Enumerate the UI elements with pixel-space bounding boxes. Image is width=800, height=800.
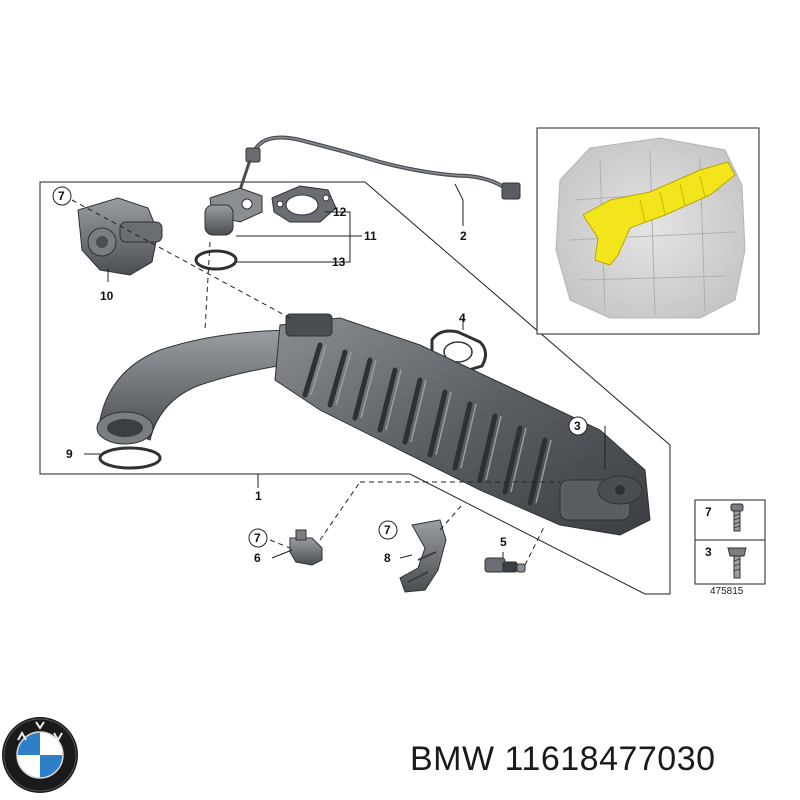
intake-manifold <box>96 313 651 536</box>
callout-6: 6 <box>254 551 261 565</box>
diagram-reference-number: 475815 <box>710 586 744 597</box>
o-ring-13 <box>194 249 238 271</box>
actuator-unit <box>77 197 163 276</box>
legend-item-3: 3 <box>705 545 712 559</box>
legend-item-7: 7 <box>705 505 712 519</box>
bmw-roundel-logo <box>2 717 78 793</box>
screw-3-icon <box>727 547 747 579</box>
callout-9: 9 <box>66 447 73 461</box>
leader-lines <box>84 183 606 559</box>
callout-13: 13 <box>332 255 346 269</box>
callout-7-bracket: 7 <box>384 523 391 537</box>
small-sensor <box>289 529 323 566</box>
dashed-assembly-lines <box>71 199 560 566</box>
fastener-legend: 7 3 475815 <box>694 499 766 597</box>
bracket <box>399 519 447 593</box>
callout-4: 4 <box>459 311 466 325</box>
callout-12: 12 <box>333 205 347 219</box>
callout-1: 1 <box>255 489 262 503</box>
o-ring-9 <box>98 446 162 470</box>
callout-3-manifold: 3 <box>574 419 581 433</box>
callout-circles <box>52 186 588 548</box>
engine-inset <box>536 127 760 335</box>
callout-2: 2 <box>460 229 467 243</box>
sensor-cable <box>238 135 521 200</box>
assembly-frame <box>39 181 671 595</box>
flange-gasket <box>271 185 337 223</box>
callout-11: 11 <box>364 229 377 243</box>
brand-name: BMW <box>410 740 495 778</box>
callout-10: 10 <box>100 289 114 303</box>
part-number: 11618477030 <box>504 740 716 778</box>
callout-7-sensor: 7 <box>254 531 261 545</box>
pressure-sensor <box>204 187 263 236</box>
callout-5: 5 <box>500 535 507 549</box>
screw-7-icon <box>730 503 744 532</box>
part-caption: BMW 11618477030 <box>410 740 795 779</box>
callout-8: 8 <box>384 551 391 565</box>
highlighted-manifold <box>582 161 736 266</box>
sensor-plug <box>484 557 526 573</box>
callout-7-actuator: 7 <box>58 189 65 203</box>
